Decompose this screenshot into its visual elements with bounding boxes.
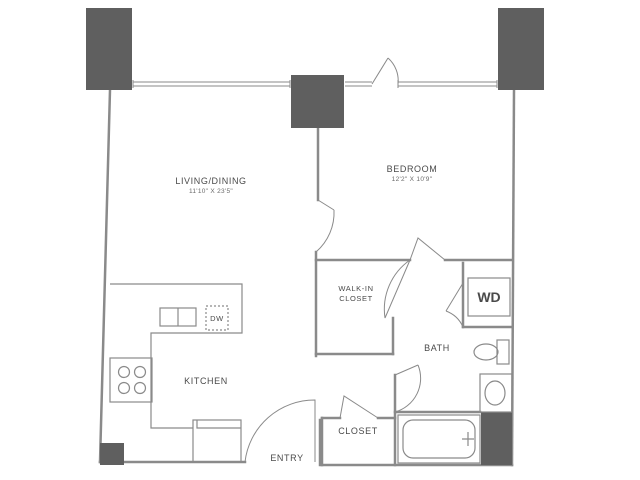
walkin-closet-label-1: WALK-IN bbox=[338, 284, 374, 293]
window-right-b bbox=[398, 81, 497, 87]
walkin-door bbox=[383, 259, 411, 319]
column-center bbox=[291, 75, 344, 128]
bedroom-dims: 12'2" X 10'9" bbox=[391, 176, 433, 183]
vanity-basin bbox=[484, 380, 506, 406]
burner bbox=[117, 381, 131, 395]
dishwasher-label: DW bbox=[210, 314, 224, 323]
walkin-closet-label-2: CLOSET bbox=[339, 294, 373, 303]
exterior-wall-left bbox=[98, 88, 112, 464]
wd-door bbox=[445, 282, 464, 328]
burner bbox=[133, 365, 147, 379]
living-dining-dims: 11'10" X 23'5" bbox=[188, 188, 234, 195]
kitchen-label: KITCHEN bbox=[184, 376, 228, 386]
column-bottom-right bbox=[481, 412, 512, 465]
column-bottom-left bbox=[100, 443, 124, 465]
bathtub-inner bbox=[402, 419, 476, 459]
window-right-a bbox=[345, 81, 372, 87]
washer-dryer bbox=[467, 277, 511, 317]
bedroom-bath-door bbox=[409, 237, 446, 261]
bedroom-label: BEDROOM bbox=[386, 164, 438, 174]
column-top-right bbox=[498, 8, 544, 90]
vanity bbox=[479, 373, 513, 413]
entry-label: ENTRY bbox=[270, 453, 304, 463]
living-dining-label: LIVING/DINING bbox=[175, 176, 247, 186]
washer-dryer-label: WD bbox=[477, 289, 501, 305]
dishwasher-box bbox=[205, 305, 229, 331]
toilet-tank bbox=[496, 339, 510, 365]
refrigerator bbox=[192, 419, 242, 463]
entry-door bbox=[244, 399, 316, 463]
kitchen-island bbox=[110, 283, 243, 429]
burner bbox=[117, 365, 131, 379]
tub-faucet bbox=[462, 432, 474, 446]
range bbox=[109, 357, 153, 403]
balcony-door bbox=[371, 57, 399, 85]
bathtub bbox=[397, 414, 481, 464]
toilet-bowl bbox=[473, 343, 499, 361]
hall-closet-door bbox=[339, 395, 379, 419]
closet-label: CLOSET bbox=[338, 426, 378, 436]
column-top-left bbox=[86, 8, 132, 90]
window-left bbox=[133, 81, 290, 87]
bath-label: BATH bbox=[424, 343, 450, 353]
burner bbox=[133, 381, 147, 395]
bedroom-door bbox=[315, 199, 335, 253]
bath-door bbox=[394, 364, 422, 413]
